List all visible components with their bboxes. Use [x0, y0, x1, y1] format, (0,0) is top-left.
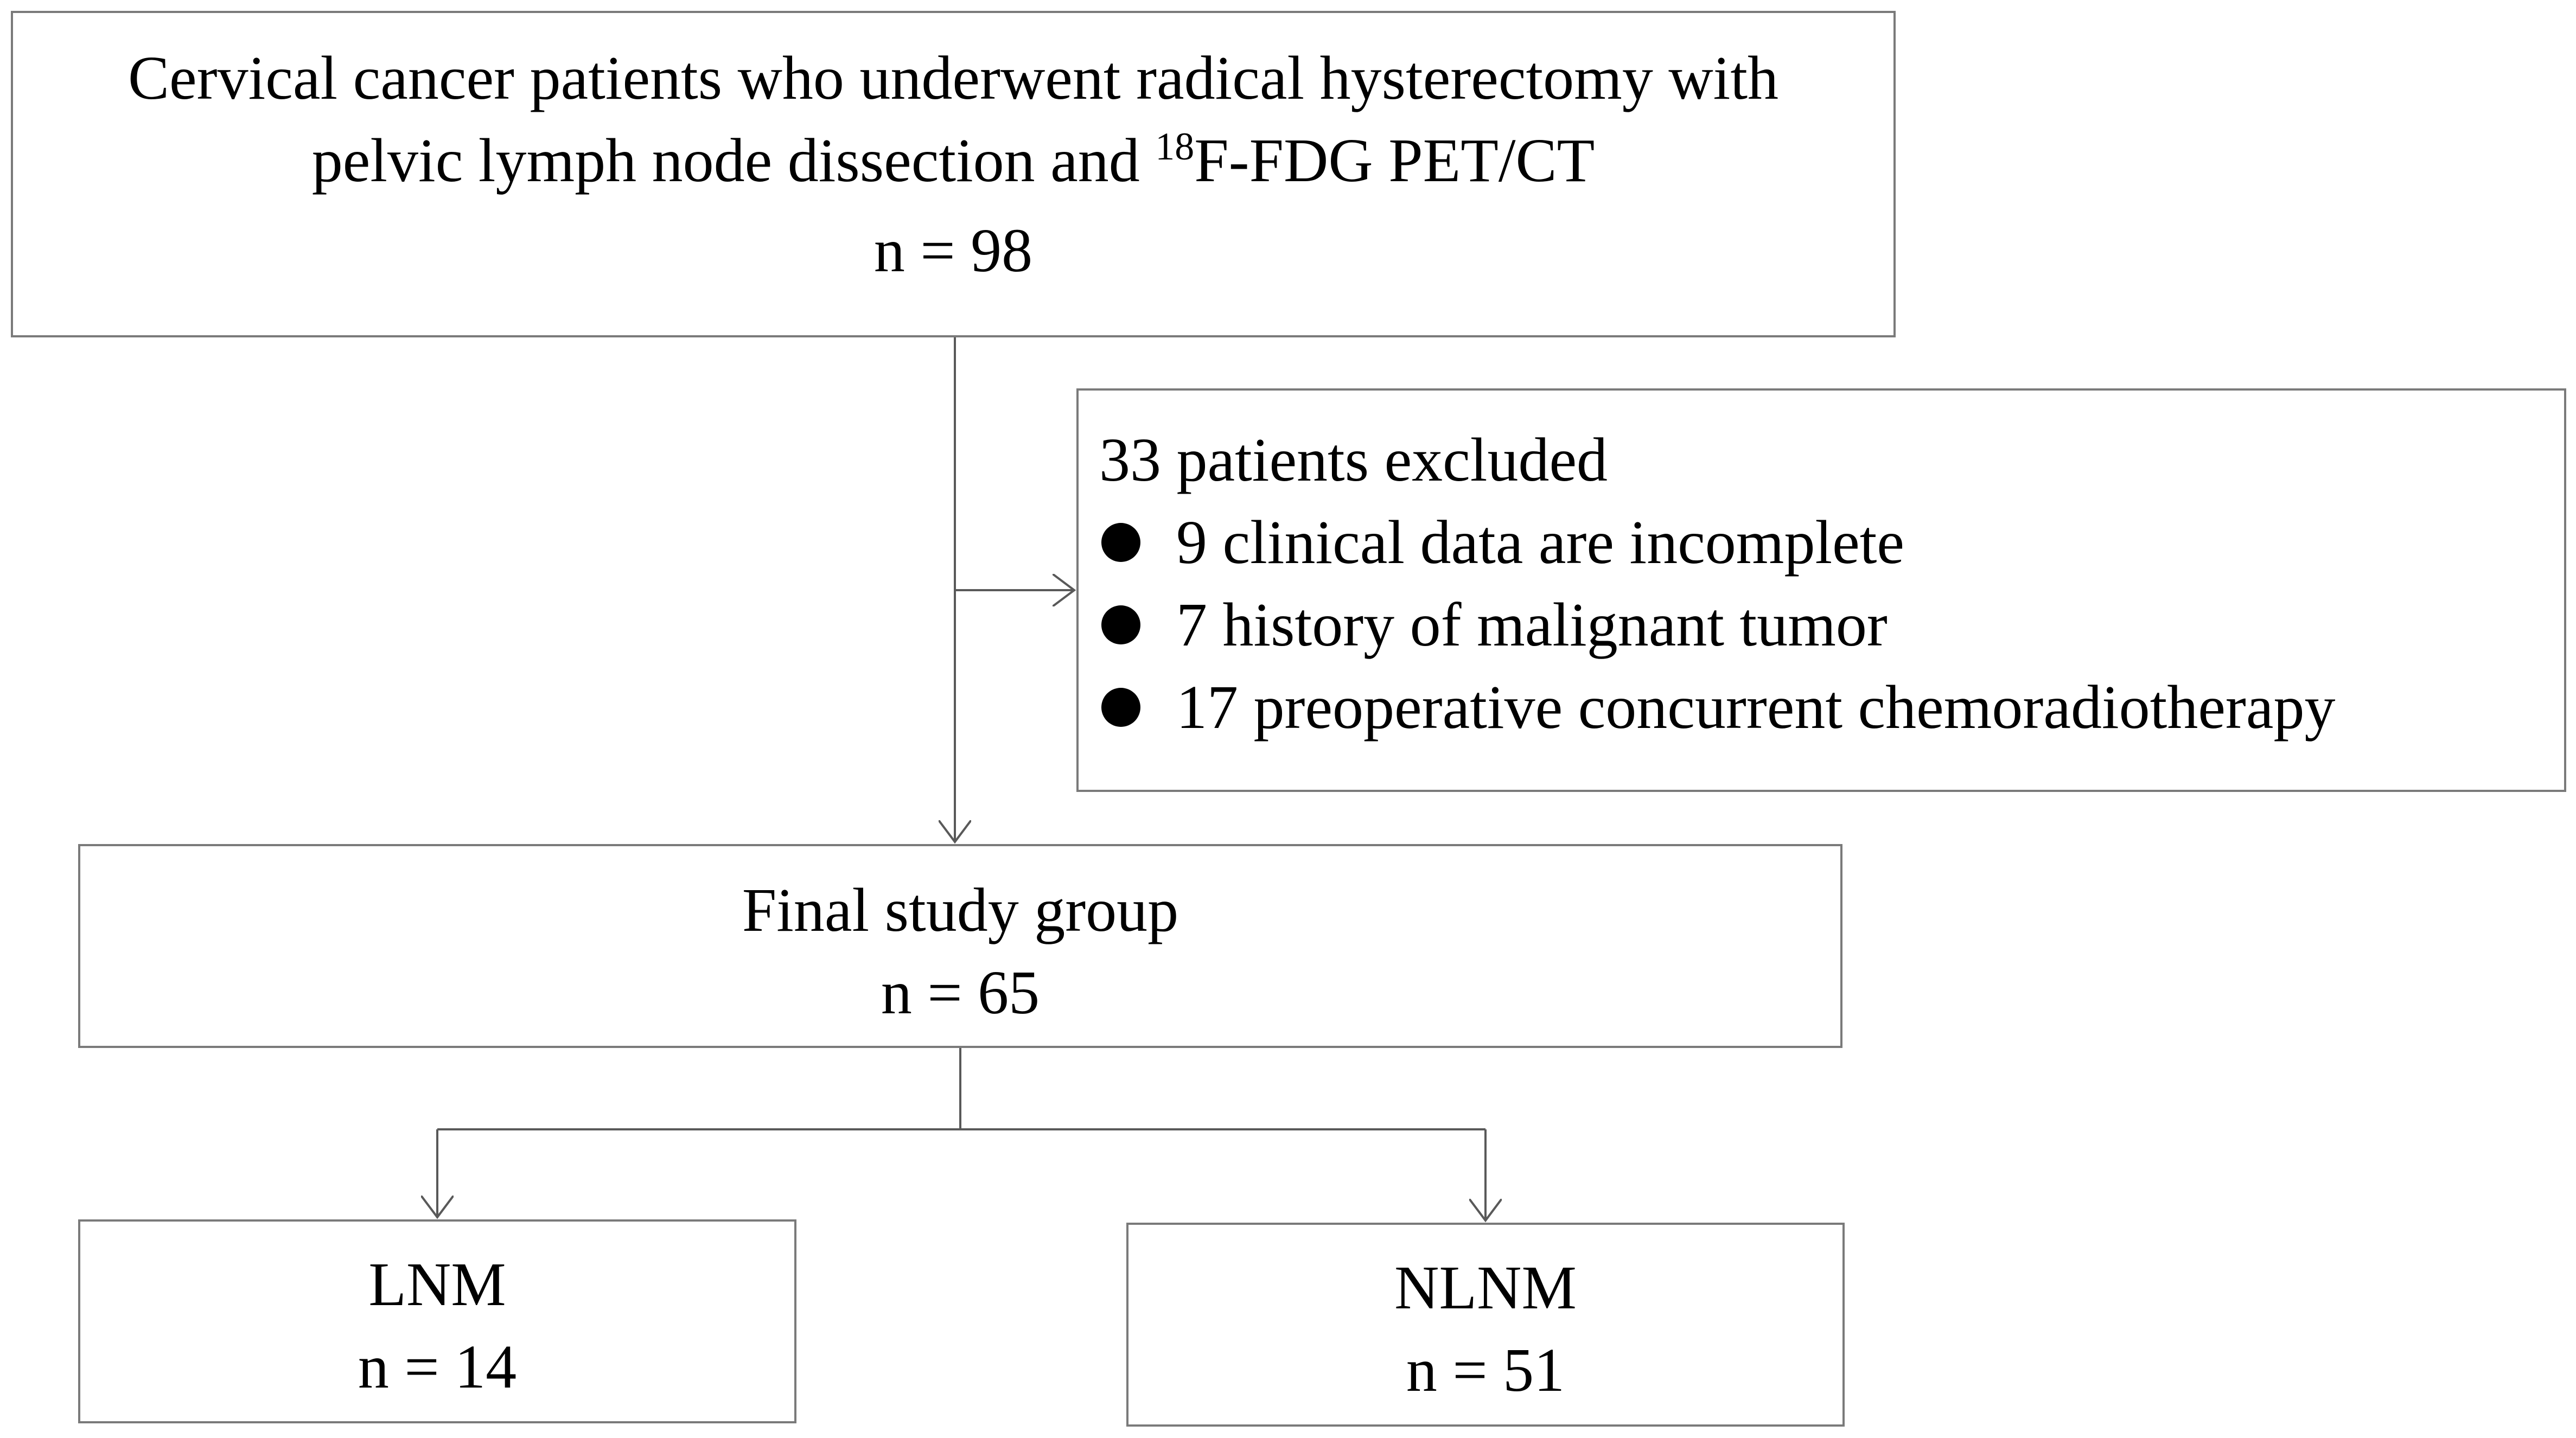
node-initial-cohort-line2-suffix: F-FDG PET/CT — [1194, 126, 1595, 195]
bullet-icon — [1101, 605, 1140, 644]
excluded-item: 7 history of malignant tumor — [1099, 584, 2564, 666]
node-initial-cohort-line2-prefix: pelvic lymph node dissection and — [311, 126, 1156, 195]
node-excluded-title: 33 patients excluded — [1099, 425, 1608, 494]
node-final-study-group-title: Final study group — [742, 875, 1179, 944]
node-lnm-count: n = 14 — [358, 1332, 517, 1401]
node-nlnm: NLNM n = 51 — [1126, 1223, 1845, 1427]
excluded-item: 9 clinical data are incomplete — [1099, 501, 2564, 584]
node-lnm-title: LNM — [368, 1250, 506, 1319]
node-initial-cohort-count: n = 98 — [873, 216, 1033, 285]
node-nlnm-title: NLNM — [1394, 1253, 1577, 1322]
bullet-icon — [1101, 523, 1140, 562]
excluded-item-text: 7 history of malignant tumor — [1176, 590, 1888, 659]
node-final-study-group-count: n = 65 — [881, 958, 1040, 1027]
node-initial-cohort: Cervical cancer patients who underwent r… — [11, 11, 1896, 337]
node-initial-cohort-line1: Cervical cancer patients who underwent r… — [128, 43, 1778, 112]
node-excluded: 33 patients excluded 9 clinical data are… — [1076, 388, 2566, 792]
node-initial-cohort-line2: pelvic lymph node dissection and 18F-FDG… — [312, 119, 1595, 209]
bullet-icon — [1101, 688, 1140, 727]
excluded-item-text: 17 preoperative concurrent chemoradiothe… — [1176, 673, 2336, 742]
node-lnm: LNM n = 14 — [78, 1219, 796, 1423]
excluded-item-text: 9 clinical data are incomplete — [1176, 508, 1905, 577]
node-nlnm-count: n = 51 — [1406, 1335, 1565, 1404]
node-final-study-group: Final study group n = 65 — [78, 844, 1842, 1048]
isotope-superscript: 18 — [1155, 125, 1195, 168]
excluded-item: 17 preoperative concurrent chemoradiothe… — [1099, 666, 2564, 749]
